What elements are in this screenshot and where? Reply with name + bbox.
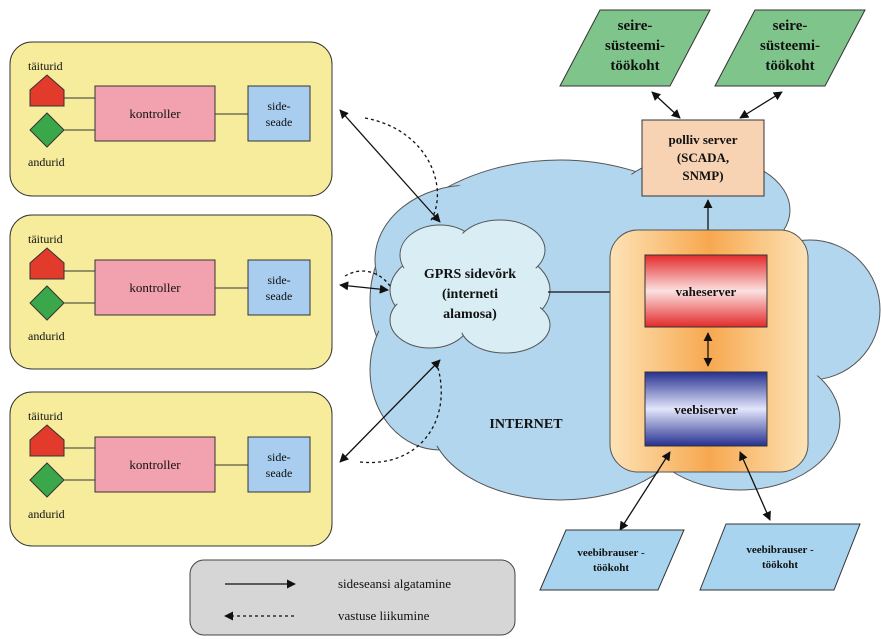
comm-label-line1: side- bbox=[267, 450, 290, 464]
site-gprs-links bbox=[339, 109, 641, 464]
comm-label-line2: seade bbox=[266, 115, 293, 129]
browser-label-line1: veebibrauser - bbox=[746, 544, 814, 556]
sensor-icon bbox=[29, 462, 65, 498]
server-hub: vaheserver veebiserver bbox=[609, 229, 809, 473]
field-site-3: täiturid andurid kontroller side- seade bbox=[9, 391, 333, 547]
proxy-server-label: vaheserver bbox=[676, 284, 737, 299]
gprs-label-line3: alamosa) bbox=[443, 307, 497, 322]
workstation-label-line3: töökoht bbox=[610, 58, 659, 74]
comm-label-line2: seade bbox=[266, 466, 293, 480]
sensors-label: andurid bbox=[28, 329, 65, 343]
workstation-label-line1: seire- bbox=[618, 18, 653, 34]
web-server-box bbox=[644, 371, 768, 447]
controller-label: kontroller bbox=[129, 457, 181, 472]
field-site-2: täiturid andurid kontroller side- seade bbox=[9, 214, 333, 370]
actuators-label: täiturid bbox=[28, 232, 63, 246]
legend: sideseansi algatamine vastuse liikumine bbox=[189, 559, 516, 636]
internet-label: INTERNET bbox=[489, 417, 563, 432]
legend-solid-label: sideseansi algatamine bbox=[338, 576, 451, 591]
gprs-cloud bbox=[389, 219, 551, 354]
comm-device-box bbox=[247, 436, 311, 493]
legend-dashed-label: vastuse liikumine bbox=[338, 608, 430, 623]
workstation-label-line2: süsteemi- bbox=[605, 38, 665, 54]
workstation-label-line3: töökoht bbox=[765, 58, 814, 74]
comm-label-line1: side- bbox=[267, 99, 290, 113]
browser-label-line2: töökoht bbox=[762, 559, 798, 571]
web-browser-workstation-2: veebibrauser - töökoht bbox=[699, 523, 861, 591]
web-server-label: veebiserver bbox=[674, 402, 738, 417]
proxy-server-box bbox=[644, 254, 768, 328]
actuators-label: täiturid bbox=[28, 59, 63, 73]
comm-device-box bbox=[247, 85, 311, 142]
monitoring-workstation-2: seire- süsteemi- töökoht bbox=[714, 9, 866, 87]
workstation-label-line2: süsteemi- bbox=[760, 38, 820, 54]
server-links bbox=[619, 332, 771, 531]
polling-server-line2: (SCADA, bbox=[677, 150, 729, 165]
comm-device-box bbox=[247, 259, 311, 316]
sensor-icon bbox=[29, 285, 65, 321]
web-browser-workstation-1: veebibrauser - töökoht bbox=[539, 529, 685, 591]
controller-label: kontroller bbox=[129, 280, 181, 295]
polling-server-line1: polliv server bbox=[669, 132, 738, 147]
workstation-label-line1: seire- bbox=[773, 18, 808, 34]
field-site-1: täiturid andurid kontroller side- seade bbox=[9, 41, 333, 197]
gprs-label-line2: (interneti bbox=[442, 287, 498, 302]
browser-label-line1: veebibrauser - bbox=[577, 547, 645, 559]
controller-box bbox=[94, 436, 216, 493]
monitoring-workstation-1: seire- süsteemi- töökoht bbox=[559, 9, 711, 87]
controller-label: kontroller bbox=[129, 106, 181, 121]
actuators-label: täiturid bbox=[28, 409, 63, 423]
sensor-icon bbox=[29, 112, 65, 148]
gprs-label-line1: GPRS sidevõrk bbox=[424, 267, 516, 282]
comm-label-line2: seade bbox=[266, 289, 293, 303]
sensors-label: andurid bbox=[28, 155, 65, 169]
controller-box bbox=[94, 259, 216, 316]
polling-server: polliv server (SCADA, SNMP) bbox=[641, 119, 765, 197]
browser-label-line2: töökoht bbox=[593, 562, 629, 574]
polling-server-line3: SNMP) bbox=[682, 168, 723, 183]
comm-label-line1: side- bbox=[267, 273, 290, 287]
sensors-label: andurid bbox=[28, 507, 65, 521]
